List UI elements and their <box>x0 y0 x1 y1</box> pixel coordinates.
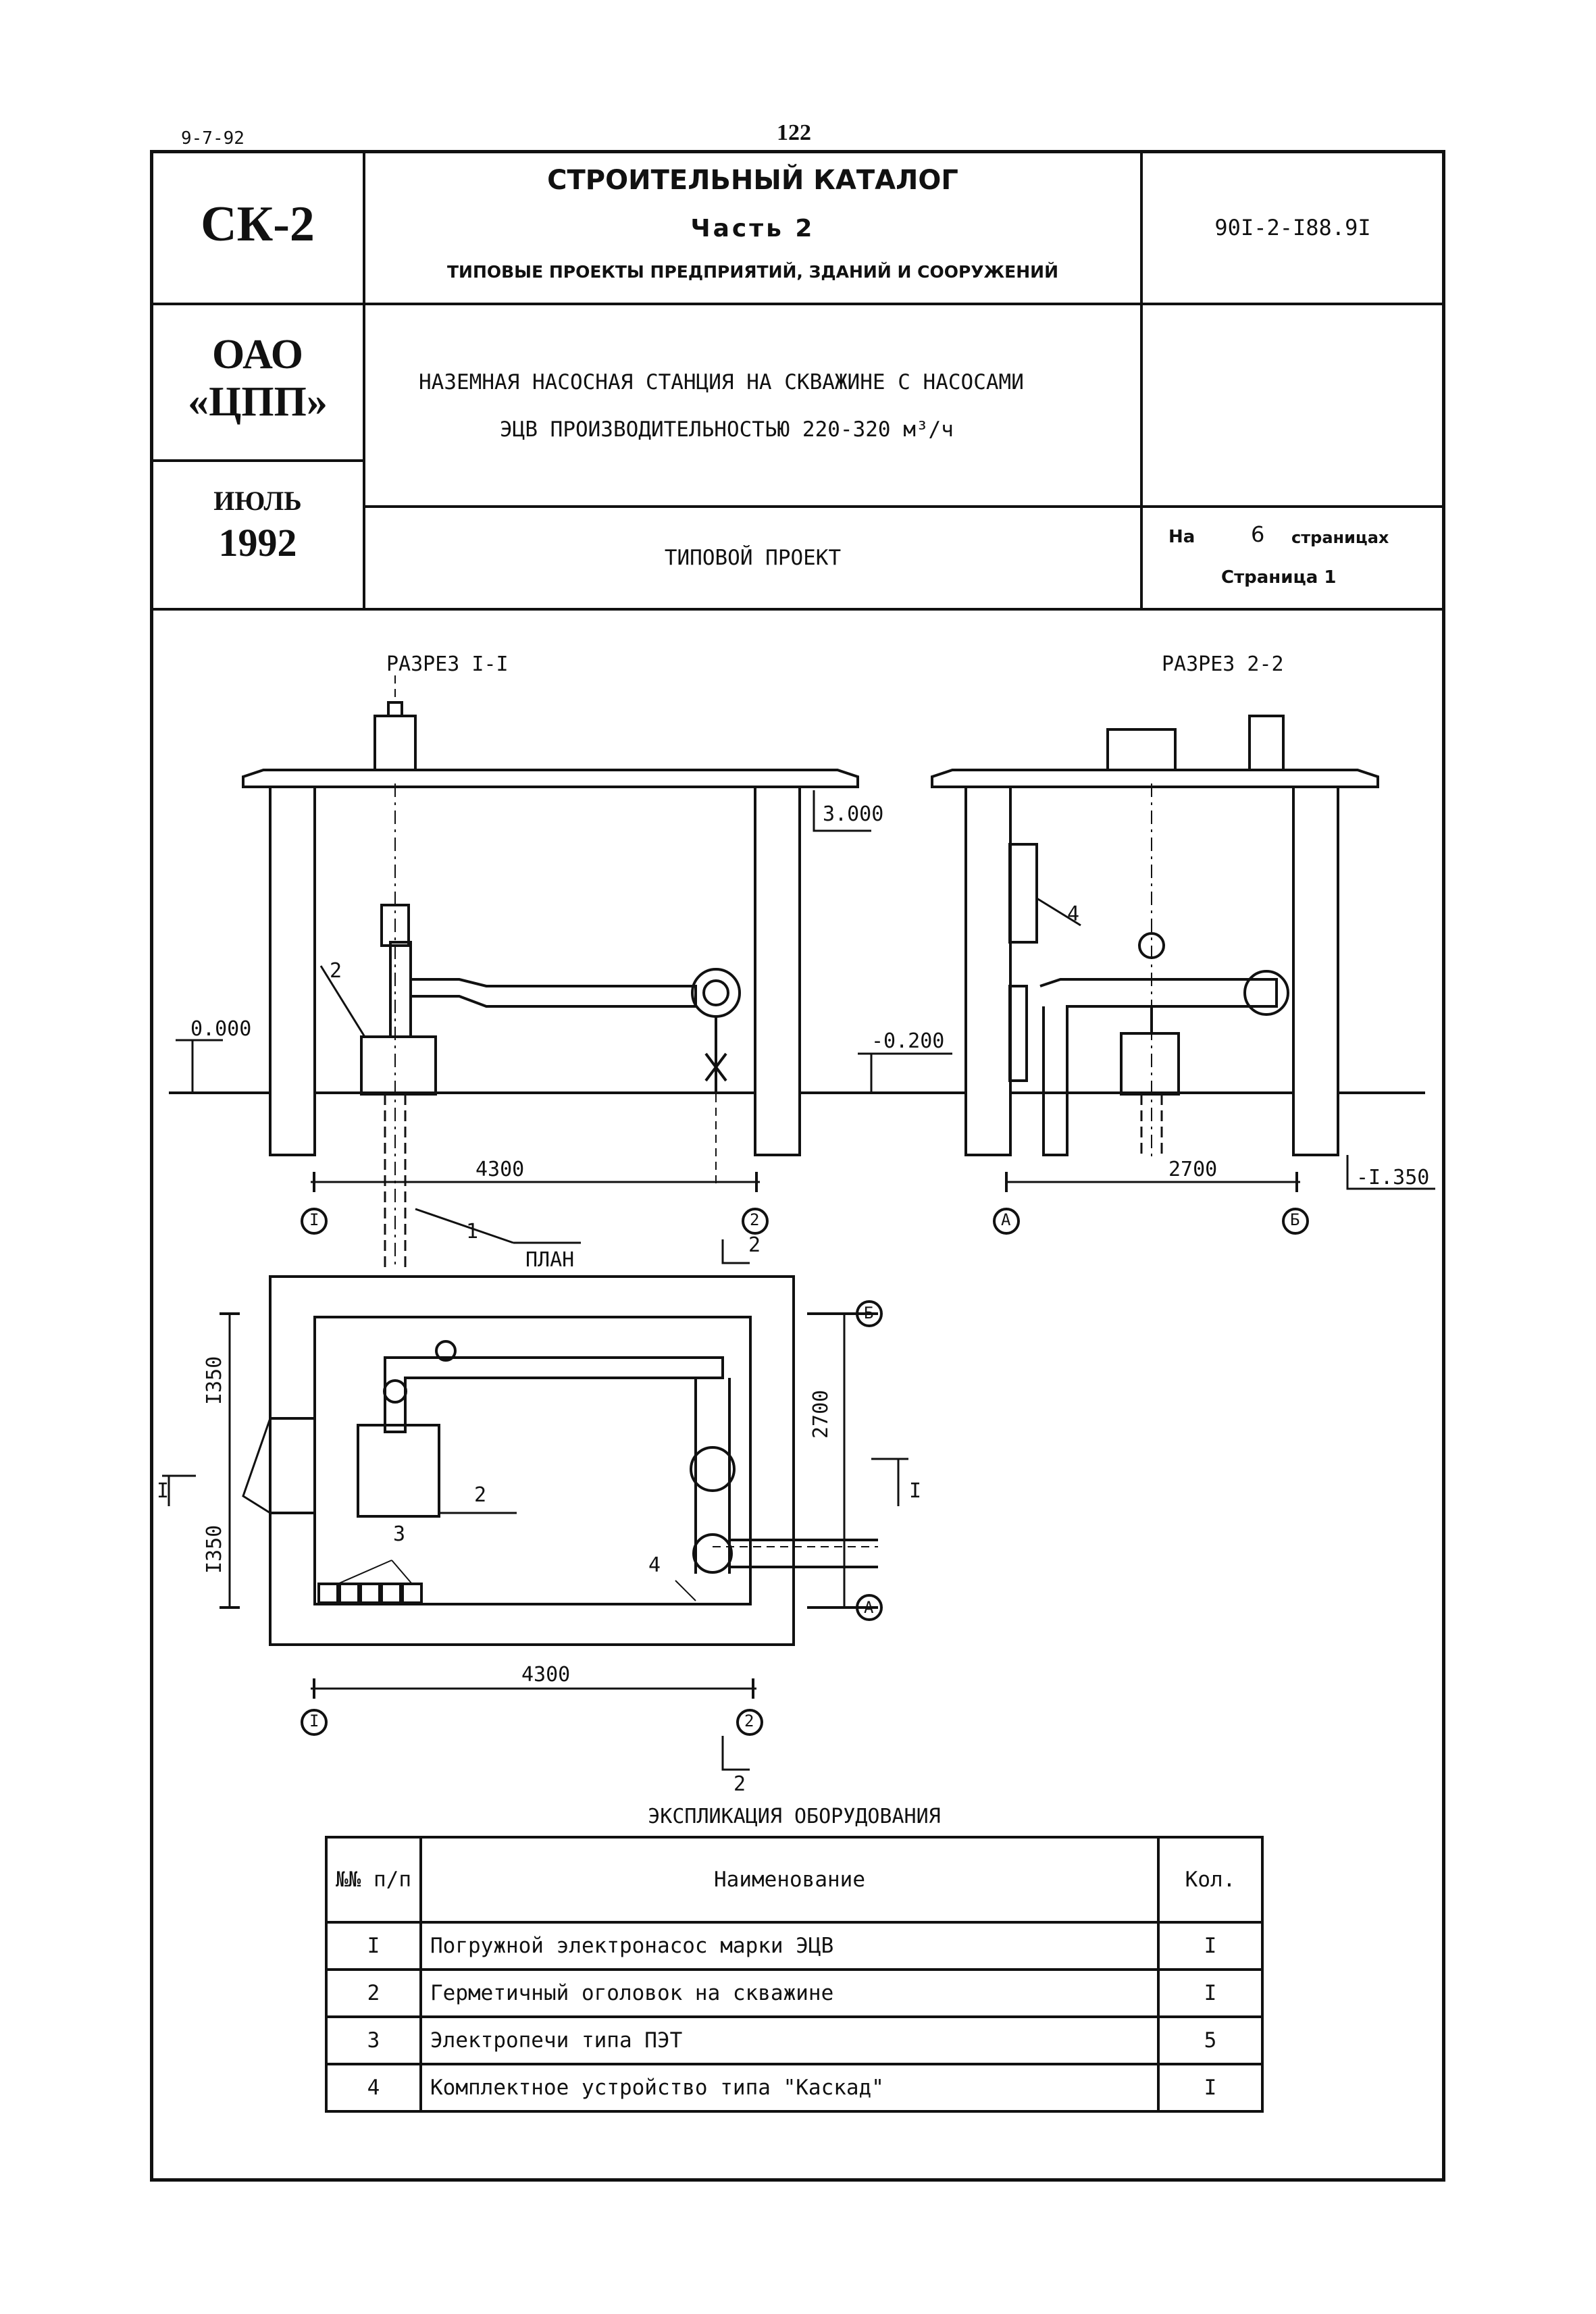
cut-2-bottom: 2 <box>733 1772 746 1796</box>
page-label: Страница 1 <box>1221 567 1337 588</box>
row-num: 2 <box>325 1968 422 2018</box>
catalog-title: СТРОИТЕЛЬНЫЙ КАТАЛОГ <box>547 165 958 196</box>
row-num: I <box>325 1921 422 1971</box>
pos-2-plan-label: 2 <box>474 1483 487 1507</box>
row-name: Погружной электронасос марки ЭЦВ <box>419 1921 1160 1971</box>
dim-2700-section: 2700 <box>1168 1158 1218 1181</box>
header-divider <box>150 608 1445 611</box>
header-divider <box>363 505 1445 508</box>
row-name: Комплектное устройство типа "Каскад" <box>419 2063 1160 2113</box>
elev-0000: 0.000 <box>190 1017 252 1041</box>
equipment-title: ЭКСПЛИКАЦИЯ ОБОРУДОВАНИЯ <box>648 1805 941 1828</box>
col-num-header: №№ п/п <box>325 1836 422 1924</box>
axis-2-plan-label: 2 <box>744 1712 754 1730</box>
pos-4-plan-label: 4 <box>648 1553 661 1577</box>
table-row: I Погружной электронасос марки ЭЦВ I <box>325 1921 1264 1971</box>
pos-1-label: 1 <box>466 1220 479 1243</box>
cut-i-right: I <box>909 1479 922 1503</box>
axis-1-plan-label: I <box>309 1712 319 1730</box>
table-row: 4 Комплектное устройство типа "Каскад" I <box>325 2063 1264 2113</box>
pages-prefix: На <box>1168 527 1195 547</box>
dim-4300-section: 4300 <box>475 1158 525 1181</box>
year: 1992 <box>218 521 297 565</box>
sk-code: СК-2 <box>201 197 315 252</box>
pages-count: 6 <box>1251 521 1265 547</box>
row-num: 3 <box>325 2015 422 2065</box>
doc-code-top: 9-7-92 <box>181 128 244 149</box>
col-name-header: Наименование <box>419 1836 1160 1924</box>
axis-1-label: I <box>309 1210 319 1229</box>
dim-1350-lower: I350 <box>203 1524 226 1574</box>
project-title-line1: НАЗЕМНАЯ НАСОСНАЯ СТАНЦИЯ НА СКВАЖИНЕ С … <box>419 370 1024 394</box>
table-row: 2 Герметичный оголовок на скважине I <box>325 1968 1264 2018</box>
axis-b-plan-label: Б <box>864 1304 874 1322</box>
elev-m1350: -I.350 <box>1356 1166 1430 1189</box>
table-row: 3 Электропечи типа ПЭТ 5 <box>325 2015 1264 2065</box>
pages-suffix: страницах <box>1291 528 1389 547</box>
row-qty: I <box>1157 1921 1264 1971</box>
section2-title: РАЗРЕЗ 2-2 <box>1162 652 1284 676</box>
cut-i-left: I <box>157 1479 170 1503</box>
elev-m0200: -0.200 <box>871 1029 945 1053</box>
page-number: 122 <box>777 120 811 145</box>
section1-title: РАЗРЕЗ I-I <box>386 652 509 676</box>
row-name: Электропечи типа ПЭТ <box>419 2015 1160 2065</box>
header-divider <box>363 150 365 611</box>
project-type: ТИПОВОЙ ПРОЕКТ <box>664 546 842 570</box>
table-header-row: №№ п/п Наименование Кол. <box>325 1836 1264 1924</box>
dim-1350-upper: I350 <box>203 1356 226 1405</box>
axis-a-plan-label: А <box>864 1598 874 1617</box>
elev-3000: 3.000 <box>823 802 884 826</box>
project-code: 90I-2-I88.9I <box>1214 215 1371 240</box>
month: ИЮЛЬ <box>213 486 302 516</box>
row-qty: 5 <box>1157 2015 1264 2065</box>
dim-2700-plan: 2700 <box>809 1389 833 1439</box>
equipment-table: №№ п/п Наименование Кол. I Погружной эле… <box>325 1836 1264 2113</box>
row-num: 4 <box>325 2063 422 2113</box>
axis-a-label: А <box>1001 1210 1011 1229</box>
catalog-subtitle: ТИПОВЫЕ ПРОЕКТЫ ПРЕДПРИЯТИЙ, ЗДАНИЙ И СО… <box>446 262 1059 282</box>
dim-4300-plan: 4300 <box>521 1663 571 1687</box>
header-divider <box>150 459 364 462</box>
pos-3-label: 3 <box>393 1522 406 1546</box>
project-title-line2: ЭЦВ ПРОИЗВОДИТЕЛЬНОСТЬЮ 220-320 м³/ч <box>500 417 954 442</box>
axis-b-label: Б <box>1290 1210 1300 1229</box>
row-qty: I <box>1157 2063 1264 2113</box>
pos-2-section-label: 2 <box>330 959 342 983</box>
header-divider <box>1140 150 1143 611</box>
col-qty-header: Кол. <box>1157 1836 1264 1924</box>
cut-2-top: 2 <box>748 1233 761 1257</box>
row-name: Герметичный оголовок на скважине <box>419 1968 1160 2018</box>
org-line2: «ЦПП» <box>188 379 328 425</box>
plan-title: ПЛАН <box>525 1248 575 1272</box>
header-divider <box>150 303 1445 305</box>
page-frame <box>150 150 1445 2182</box>
pos-4-section-label: 4 <box>1067 902 1080 926</box>
catalog-part: Часть 2 <box>690 215 815 242</box>
row-qty: I <box>1157 1968 1264 2018</box>
axis-2-label: 2 <box>750 1210 760 1229</box>
org-line1: ОАО <box>211 332 304 378</box>
